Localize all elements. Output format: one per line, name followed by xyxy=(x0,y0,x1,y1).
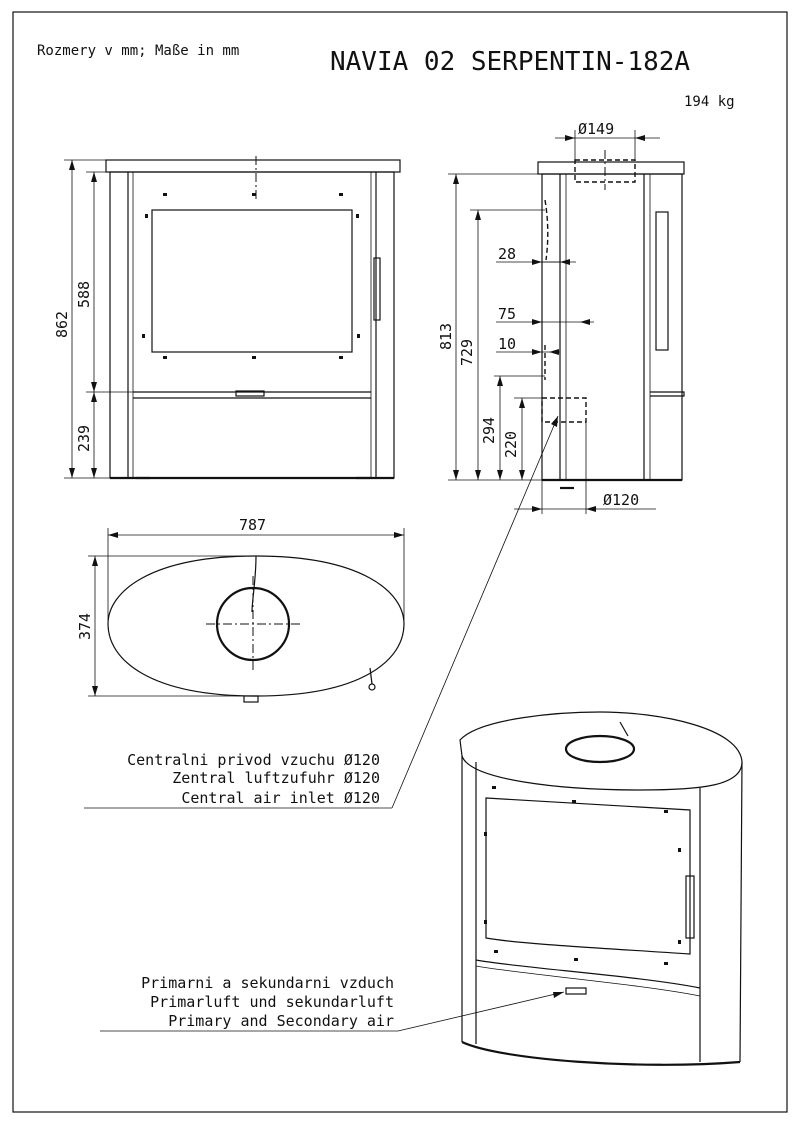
top-view xyxy=(107,555,405,703)
units-note: Rozmery v mm; Maße in mm xyxy=(37,43,239,59)
side-dimensions: Ø149 813 729 28 75 10 294 220 xyxy=(437,120,660,514)
dim-588: 588 xyxy=(75,281,93,308)
dim-239: 239 xyxy=(75,425,93,452)
dim-787: 787 xyxy=(239,516,266,534)
top-dimensions: 787 374 xyxy=(76,516,405,697)
dim-28: 28 xyxy=(498,245,516,263)
primary-air-note-cz: Primarni a sekundarni vzduch xyxy=(141,974,394,992)
primary-air-note-en: Primary and Secondary air xyxy=(168,1012,394,1030)
primary-air-note-de: Primarluft und sekundarluft xyxy=(150,993,394,1011)
dim-220: 220 xyxy=(502,431,520,458)
front-dimensions: 862 588 239 xyxy=(53,159,133,479)
dim-374: 374 xyxy=(76,613,94,640)
dim-813: 813 xyxy=(437,323,455,350)
air-inlet-note-de: Zentral luftzufuhr Ø120 xyxy=(172,769,380,787)
primary-air-note: Primarni a sekundarni vzduch Primarluft … xyxy=(100,974,565,1032)
dim-75: 75 xyxy=(498,305,516,323)
dim-flue-diameter: Ø149 xyxy=(578,120,614,138)
air-inlet-note-cz: Centralni privod vzuchu Ø120 xyxy=(127,751,380,769)
front-view xyxy=(105,156,401,480)
air-inlet-note-en: Central air inlet Ø120 xyxy=(181,789,380,807)
drawing-frame xyxy=(12,11,788,1113)
dim-inlet-diameter: Ø120 xyxy=(603,491,639,509)
dim-729: 729 xyxy=(458,339,476,366)
dim-10: 10 xyxy=(498,335,516,353)
drawing-title: NAVIA 02 SERPENTIN-182A xyxy=(330,47,690,77)
air-inlet-note: Centralni privod vzuchu Ø120 Zentral luf… xyxy=(84,415,559,809)
dim-862: 862 xyxy=(53,311,71,338)
perspective-view xyxy=(459,711,743,1066)
dim-294: 294 xyxy=(480,417,498,444)
weight-label: 194 kg xyxy=(684,94,735,110)
side-view xyxy=(537,150,685,490)
